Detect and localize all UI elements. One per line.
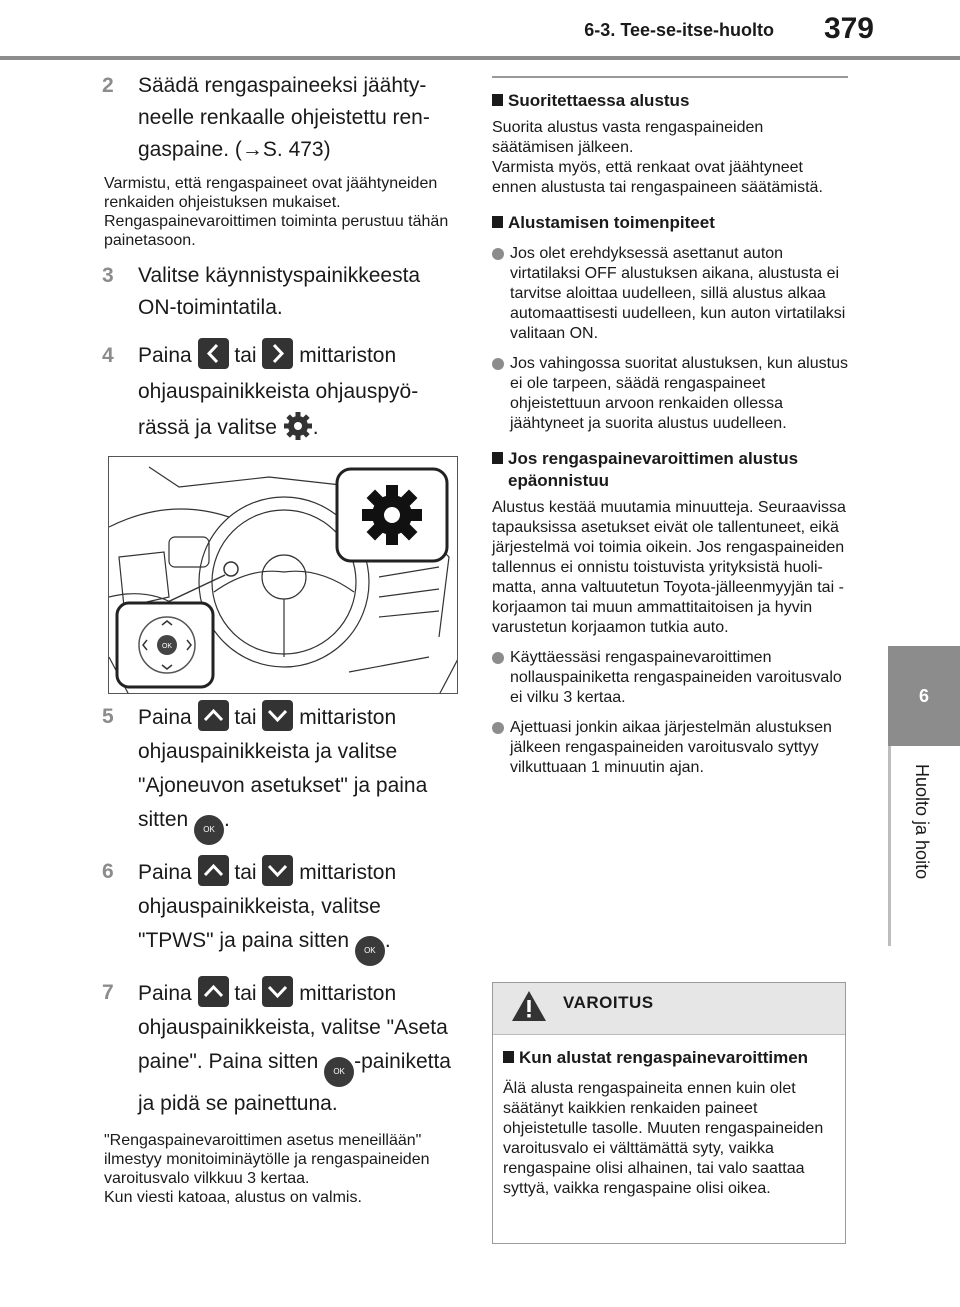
step-text: tai [234, 861, 257, 884]
gear-icon [283, 412, 312, 440]
paragraph: Suorita alustus vasta rengaspaineiden sä… [492, 118, 764, 156]
square-bullet-icon [492, 93, 503, 106]
chevron-down-icon [262, 855, 294, 886]
step-5: 5 Paina tai mittariston ohjauspainikkeis… [102, 700, 462, 845]
ok-label: OK [162, 643, 172, 650]
step-7: 7 Paina tai mittariston ohjauspainikkeis… [102, 976, 462, 1121]
warning-body: Kun alustat rengaspainevaroitti­men Älä … [493, 1035, 845, 1199]
step-text: . [312, 416, 319, 439]
chevron-right-icon [262, 338, 294, 369]
page-number: 379 [823, 12, 874, 45]
left-column: 2 Säädä rengaspaineeksi jäähty­neelle re… [102, 66, 462, 1217]
column-rule [492, 76, 848, 78]
bullet-item: Jos olet erehdyksessä asettanut auton vi… [492, 244, 848, 344]
note-line: "Rengaspainevaroittimen asetus meneillää… [104, 1132, 430, 1187]
warning-title: Kun alustat rengaspainevaroitti­men [503, 1047, 833, 1069]
bullet-text: Käyttäessäsi rengaspainevaroittimen noll… [510, 648, 842, 706]
step-text: Paina [138, 344, 192, 367]
step-number: 5 [102, 705, 114, 728]
note-step-2: Varmistu, että rengaspaineet ovat jääh­t… [104, 175, 449, 249]
chevron-up-icon [197, 700, 229, 731]
step-text: mittariston ohjauspainikkeista, valitse … [138, 861, 397, 952]
step-text: tai [234, 344, 257, 367]
warning-text: Älä alusta rengaspaineita ennen kuin ole… [503, 1080, 824, 1197]
round-bullet-icon [492, 357, 504, 370]
chevron-up-icon [197, 976, 229, 1007]
round-bullet-icon [492, 247, 504, 260]
step-text: tai [234, 706, 257, 729]
step-text: Säädä rengaspaineeksi jäähty­neelle renk… [138, 74, 430, 161]
section-title-failure: Jos rengaspainevaroittimen alus­tus epäo… [492, 448, 848, 492]
square-bullet-icon [492, 215, 503, 228]
bullet-item: Jos vahingossa suoritat alustuksen, kun … [492, 354, 848, 434]
section-title-text: Suoritettaessa alustus [508, 90, 690, 110]
section-title-initialization: Suoritettaessa alustus [492, 90, 848, 112]
bullet-item: Ajettuasi jonkin aikaa järjestelmän alus… [492, 718, 848, 778]
dashboard-drawing: OK [109, 466, 457, 693]
chevron-left-icon [197, 338, 229, 369]
step-text: mittariston ohjauspainikkeista ja valits… [138, 706, 428, 831]
steering-wheel-illustration: OK [108, 456, 458, 694]
step-6: 6 Paina tai mittariston ohjauspainikkeis… [102, 855, 462, 966]
ok-button-icon: OK [194, 815, 225, 845]
bullet-text: Jos olet erehdyksessä asettanut auton vi… [510, 244, 846, 342]
step-number: 6 [102, 860, 114, 883]
warning-triangle-icon [512, 991, 546, 1021]
step-number: 4 [102, 344, 114, 367]
step-number: 2 [102, 74, 114, 97]
step-text: . [224, 808, 230, 831]
warning-title-text: Kun alustat rengaspainevaroitti­men [519, 1048, 809, 1067]
warning-box: VAROITUS Kun alustat rengaspainevaroitti… [492, 982, 846, 1244]
step-number: 3 [102, 264, 114, 287]
right-column: Suoritettaessa alustus Suorita alustus v… [492, 76, 848, 778]
square-bullet-icon [503, 1051, 514, 1063]
chapter-label: Huolto ja hoito [912, 764, 932, 880]
chevron-up-icon [197, 855, 229, 886]
gear-icon [362, 485, 422, 545]
bullet-text: Ajettuasi jonkin aikaa järjestelmän alus… [510, 718, 832, 776]
ok-button-icon: OK [354, 936, 385, 966]
step-text: -painiketta ja pidä se painettuna. [138, 1050, 451, 1115]
chevron-down-icon [262, 976, 294, 1007]
note-step-7: "Rengaspainevaroittimen asetus meneillää… [104, 1131, 462, 1207]
step-text: mittariston ohjauspainikkeista ohjauspyö… [138, 344, 419, 439]
round-bullet-icon [492, 721, 504, 734]
round-bullet-icon [492, 651, 504, 664]
step-text: mittariston ohjauspainikkeista, valitse … [138, 982, 448, 1073]
step-text: Paina [138, 982, 192, 1005]
section-title-text: Jos rengaspainevaroittimen alus­tus epäo… [508, 448, 799, 490]
chevron-down-icon [262, 700, 294, 731]
side-rule [888, 746, 891, 946]
step-2: 2 Säädä rengaspaineeksi jäähty­neelle re… [102, 70, 462, 166]
step-4: 4 Paina tai mittariston ohjauspainikkeis… [102, 338, 462, 446]
step-text: tai [234, 982, 257, 1005]
section-title-text: Alustamisen toimenpiteet [508, 212, 715, 232]
header-rule [0, 56, 960, 60]
header-section-title: 6-3. Tee-se-itse-huolto [584, 20, 774, 40]
bullet-text: Jos vahingossa suoritat alustuksen, kun … [510, 354, 848, 432]
warning-label: VAROITUS [563, 993, 654, 1012]
step-text: . [384, 929, 391, 952]
ok-button-icon: OK [324, 1057, 355, 1087]
bullet-item: Käyttäessäsi rengaspainevaroittimen noll… [492, 648, 848, 708]
warning-header: VAROITUS [493, 983, 845, 1035]
paragraph: Varmista myös, että renkaat ovat jäähty­… [492, 158, 823, 196]
square-bullet-icon [492, 451, 503, 464]
paragraph: Alustus kestää muutamia minuutteja. Seur… [492, 498, 846, 636]
note-line: Kun viesti katoaa, alustus on valmis. [104, 1189, 362, 1206]
step-text: Paina [138, 706, 192, 729]
step-3: 3 Valitse käynnistyspainikkeesta ON-toim… [102, 260, 462, 324]
section-title-procedure: Alustamisen toimenpiteet [492, 212, 848, 234]
step-text: Valitse käynnistyspainikkeesta ON-toimin… [138, 264, 421, 319]
step-number: 7 [102, 981, 114, 1004]
chapter-tab: 6 [888, 646, 960, 746]
step-text: Paina [138, 861, 192, 884]
